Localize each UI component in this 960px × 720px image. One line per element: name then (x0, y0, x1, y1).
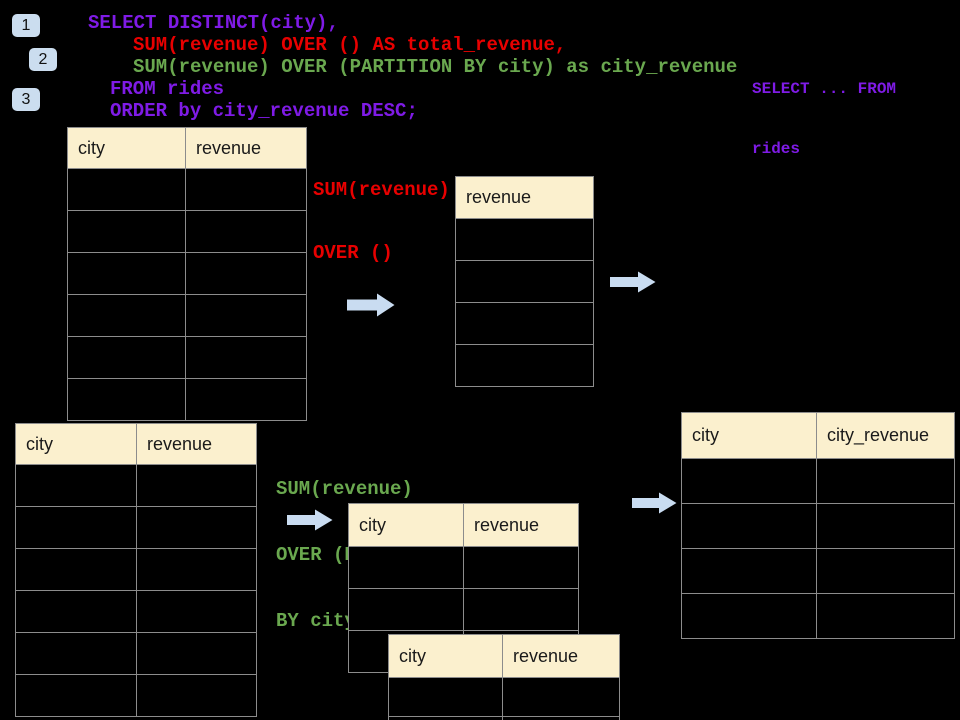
table-row (349, 589, 578, 631)
step-badge-3-label: 3 (21, 90, 31, 108)
table-row (68, 169, 306, 211)
from-rides-note: SELECT ... FROM rides (752, 39, 896, 199)
table-partitioned-overlay: city revenue (388, 634, 620, 720)
table-row (68, 379, 306, 420)
annotation-window-total-line-1: SUM(revenue) (313, 179, 450, 201)
table-source-bottom: city revenue (15, 423, 257, 717)
column-header-city-revenue: city_revenue (827, 425, 930, 445)
column-header-city: city (682, 413, 817, 458)
table-row (16, 465, 256, 507)
sql-line-city-revenue: SUM(revenue) OVER (PARTITION BY city) as… (133, 56, 738, 78)
annotation-window-total: SUM(revenue) OVER () (313, 138, 450, 306)
column-header-revenue: revenue (474, 514, 540, 535)
annotation-window-partition-line-1: SUM(revenue) (276, 478, 413, 500)
arrow-right-icon (632, 492, 677, 514)
sql-line-total-revenue: SUM(revenue) OVER () AS total_revenue, (133, 34, 567, 56)
step-badge-3: 3 (12, 88, 40, 111)
table-row (682, 594, 954, 638)
table-source-top: city revenue (67, 127, 307, 421)
table-total-revenue: revenue (455, 176, 594, 387)
annotation-window-total-line-2: OVER () (313, 242, 393, 264)
table-row (16, 549, 256, 591)
step-badge-1-label: 1 (21, 16, 31, 34)
table-row (16, 507, 256, 549)
table-row (389, 717, 619, 720)
step-badge-2-label: 2 (38, 50, 48, 68)
table-row (68, 295, 306, 337)
column-header-city: city (349, 504, 464, 546)
table-row (16, 591, 256, 633)
arrow-right-icon (347, 293, 395, 317)
column-header-city: city (389, 635, 503, 677)
table-row (456, 345, 593, 386)
arrow-right-icon (610, 271, 656, 293)
sql-line-select: SELECT DISTINCT(city), (88, 12, 339, 34)
table-row (16, 675, 256, 716)
table-result: city city_revenue (681, 412, 955, 639)
step-badge-1: 1 (12, 14, 40, 37)
table-row (16, 633, 256, 675)
sql-line-from: FROM rides (110, 78, 225, 100)
table-row (682, 504, 954, 549)
table-row (456, 303, 593, 345)
table-row (456, 261, 593, 303)
step-badge-2: 2 (29, 48, 57, 71)
column-header-city: city (16, 424, 137, 464)
from-rides-note-line-2: rides (752, 140, 801, 158)
column-header-city: city (68, 128, 186, 168)
table-row (389, 678, 619, 717)
table-row (68, 337, 306, 379)
sql-line-order-by: ORDER by city_revenue DESC; (110, 100, 418, 122)
from-rides-note-line-1: SELECT ... FROM (752, 80, 897, 98)
column-header-revenue: revenue (147, 433, 213, 454)
table-row (682, 549, 954, 594)
column-header-revenue: revenue (466, 187, 532, 207)
table-row (456, 219, 593, 261)
arrow-right-icon (287, 509, 333, 531)
table-row (68, 253, 306, 295)
table-row (68, 211, 306, 253)
table-row (682, 459, 954, 504)
column-header-revenue: revenue (513, 645, 579, 666)
table-row (349, 547, 578, 589)
column-header-revenue: revenue (196, 137, 262, 158)
